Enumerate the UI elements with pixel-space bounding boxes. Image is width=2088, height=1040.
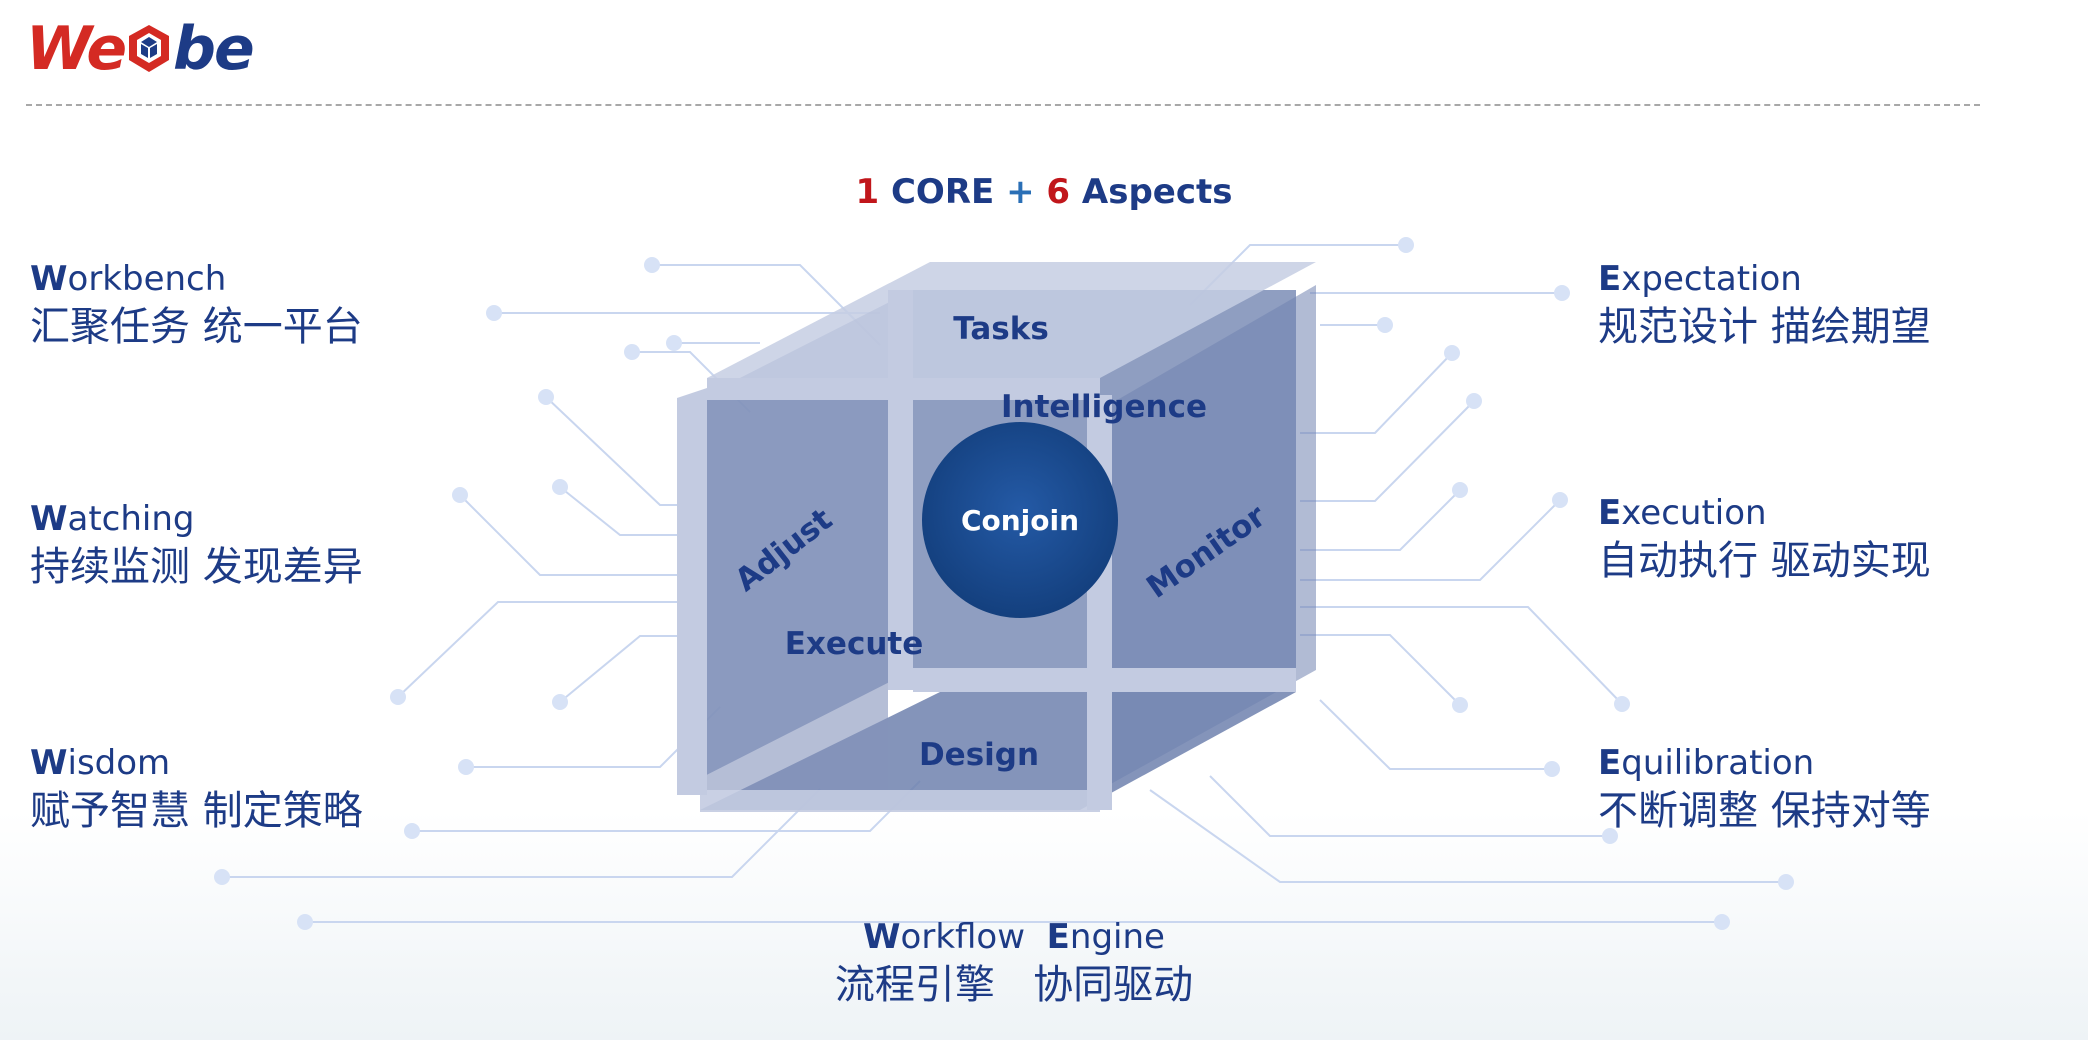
aspect-watching-initial: W [30, 499, 68, 539]
face-label-tasks: Tasks [953, 311, 1049, 347]
aspect-wisdom-initial: W [30, 743, 68, 783]
aspect-equilibration-title: quilibration [1621, 743, 1815, 783]
aspect-expectation: Expectation 规范设计 描绘期望 [1598, 258, 1931, 354]
diagram-headline: 1 CORE + 6 Aspects [0, 172, 2088, 212]
aspect-expectation-initial: E [1598, 259, 1622, 299]
aspect-wisdom-title: isdom [67, 743, 171, 783]
cube-face-top [707, 262, 1316, 378]
aspect-wisdom: Wisdom 赋予智慧 制定策略 [30, 742, 363, 838]
cube-frame-mid [913, 668, 1296, 692]
aspect-expectation-desc: 规范设计 描绘期望 [1598, 304, 1931, 350]
aspect-engine-initial: E [1046, 917, 1070, 957]
cube-face-right [1100, 285, 1316, 790]
aspect-workbench-initial: W [30, 259, 68, 299]
aspect-workflow-title: orkflow [900, 917, 1047, 957]
headline-plus: + [1006, 172, 1035, 212]
aspect-workflow-engine: Workflow Engine 流程引擎 协同驱动 [764, 916, 1264, 1012]
cube-face-front-left [707, 400, 888, 790]
aspect-equilibration-desc: 不断调整 保持对等 [1598, 788, 1931, 834]
headline-core-label: CORE [879, 172, 1007, 212]
headline-aspects-label: Aspects [1070, 172, 1233, 212]
face-label-design: Design [919, 737, 1039, 773]
aspect-expectation-title: xpectation [1621, 259, 1802, 299]
logo-text-we: We [26, 14, 127, 84]
aspect-workflow-initial: W [863, 917, 901, 957]
aspect-execution-title: xecution [1621, 493, 1767, 533]
cube-icon [129, 25, 170, 72]
aspect-workbench: Workbench 汇聚任务 统一平台 [30, 258, 363, 354]
headline-aspect-count: 6 [1034, 172, 1071, 212]
cube-frame-left [677, 388, 707, 795]
aspect-workbench-title: orkbench [67, 259, 227, 299]
aspect-watching: Watching 持续监测 发现差异 [30, 498, 363, 594]
logo-text-be: be [173, 14, 255, 84]
core-label: Conjoin [961, 504, 1079, 537]
aspect-equilibration: Equilibration 不断调整 保持对等 [1598, 742, 1931, 838]
core-circle [922, 422, 1118, 618]
aspect-workflow-desc: 流程引擎 协同驱动 [834, 962, 1194, 1008]
face-label-execute: Execute [785, 626, 924, 662]
cube-frame-inner-vertical [888, 290, 913, 690]
circuit-nodes [214, 237, 1794, 930]
aspect-wisdom-desc: 赋予智慧 制定策略 [30, 788, 363, 834]
aspect-engine-title: ngine [1069, 917, 1165, 957]
wecube-logo: We be [26, 14, 255, 84]
aspect-workbench-desc: 汇聚任务 统一平台 [30, 304, 363, 350]
face-label-intelligence: Intelligence [1001, 389, 1207, 425]
aspect-execution-initial: E [1598, 493, 1622, 533]
aspect-watching-title: atching [67, 499, 195, 539]
aspect-equilibration-initial: E [1598, 743, 1622, 783]
cube-frame-bottom [700, 790, 1100, 812]
aspect-execution: Execution 自动执行 驱动实现 [1598, 492, 1931, 588]
aspect-watching-desc: 持续监测 发现差异 [30, 544, 363, 590]
headline-core-count: 1 [855, 172, 880, 212]
aspect-execution-desc: 自动执行 驱动实现 [1598, 538, 1931, 584]
header-divider [26, 104, 1980, 106]
